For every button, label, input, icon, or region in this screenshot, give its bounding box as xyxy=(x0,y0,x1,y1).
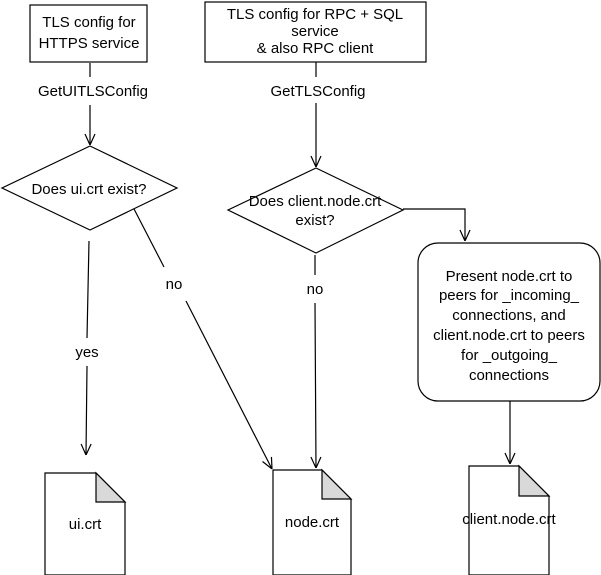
decision-ui-crt-exists: Does ui.crt exist? xyxy=(0,145,179,231)
box-present-line-4: client.node.crt to peers xyxy=(433,327,585,344)
edge-client-decision-to-present xyxy=(403,208,465,241)
box-https-service-line-2: HTTPS service xyxy=(39,35,140,52)
edge-label-no-left: no xyxy=(166,276,183,293)
document-node-crt: node.crt xyxy=(272,468,353,575)
box-https-service-line-1: TLS config for xyxy=(42,14,135,31)
edge-label-get-tls-config: GetTLSConfig xyxy=(270,83,365,100)
box-rpc-sql-service: TLS config for RPC + SQL service & also … xyxy=(204,1,427,63)
edge-client-decision-no xyxy=(315,255,316,468)
decision-client-node-crt-line-1: Does client.node.crt xyxy=(249,193,382,210)
box-present-line-2: peers for _incoming_ xyxy=(439,287,580,304)
edge-label-no-center: no xyxy=(307,281,324,298)
box-present-line-1: Present node.crt to xyxy=(446,268,573,285)
document-client-node-crt-label: client.node.crt xyxy=(462,511,556,528)
decision-client-node-crt-line-2: exist? xyxy=(295,212,334,229)
box-rpc-sql-service-line-3: & also RPC client xyxy=(257,40,375,57)
box-present-line-3: connections, and xyxy=(452,307,565,324)
document-ui-crt-label: ui.crt xyxy=(69,516,102,533)
document-ui-crt: ui.crt xyxy=(44,471,127,575)
box-present-line-6: connections xyxy=(469,367,549,384)
edge-ui-decision-no xyxy=(132,206,272,469)
box-rpc-sql-service-line-1: TLS config for RPC + SQL xyxy=(227,6,403,23)
box-https-service: TLS config for HTTPS service xyxy=(29,4,148,63)
edges xyxy=(86,62,510,469)
box-present-line-5: for _outgoing_ xyxy=(461,347,558,364)
edge-ui-decision-yes xyxy=(86,240,89,455)
decision-client-node-crt-exists: Does client.node.crt exist? xyxy=(226,167,405,254)
edge-label-yes: yes xyxy=(75,344,98,361)
edge-labels: GetUITLSConfig GetTLSConfig yes no no xyxy=(38,83,366,361)
document-client-node-crt: client.node.crt xyxy=(462,464,557,575)
box-rpc-sql-service-line-2: service xyxy=(291,23,339,40)
document-node-crt-label: node.crt xyxy=(285,514,340,531)
decision-ui-crt-exists-label: Does ui.crt exist? xyxy=(31,181,146,198)
box-present-node-crt: Present node.crt to peers for _incoming_… xyxy=(417,242,601,402)
edge-label-get-ui-tls-config: GetUITLSConfig xyxy=(38,83,148,100)
